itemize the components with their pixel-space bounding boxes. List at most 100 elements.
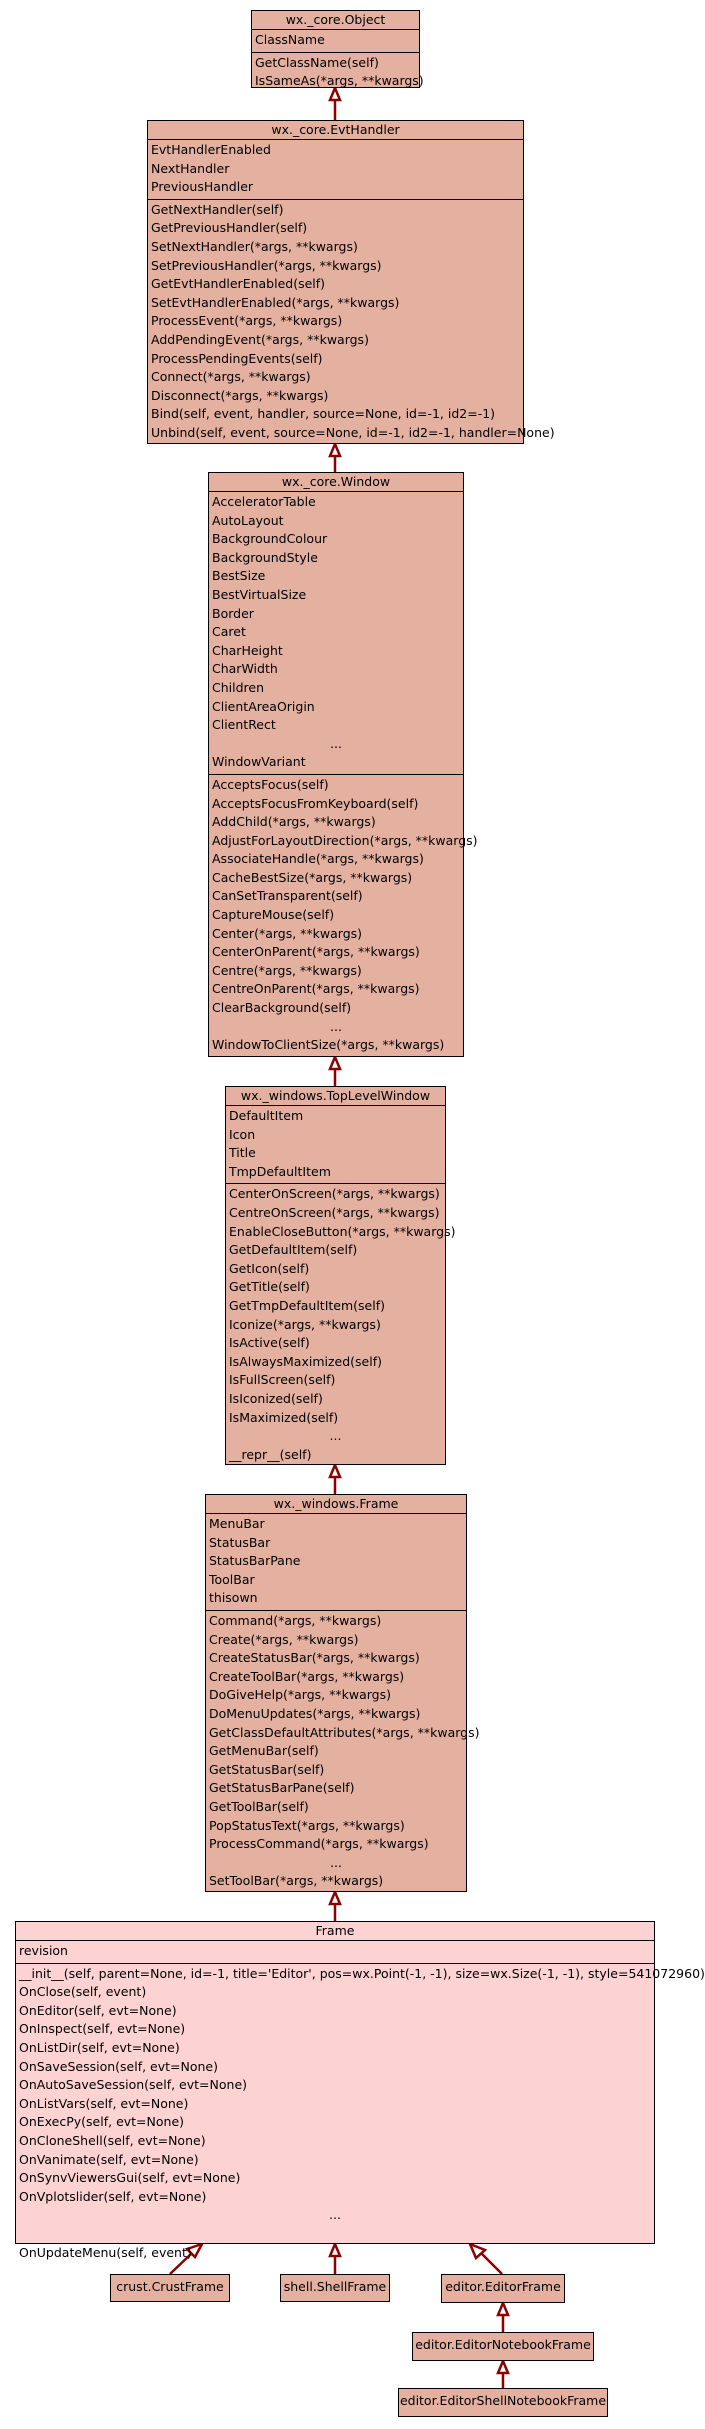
method-row: CentreOnParent(*args, **kwargs) (212, 981, 420, 997)
method-row: IsFullScreen(self) (229, 1372, 336, 1388)
attribute-row: AutoLayout (212, 512, 284, 528)
method-row: SetToolBar(*args, **kwargs) (209, 1873, 384, 1889)
class-box-shellframe[interactable]: shell.ShellFrame (280, 2274, 390, 2302)
method-row: OnInspect(self, evt=None) (19, 2021, 186, 2037)
attribute-row: CharHeight (212, 642, 283, 658)
arrow-frame-wxframe (328, 1888, 342, 1906)
method-row: OnListVars(self, evt=None) (19, 2095, 189, 2111)
method-row: OnAutoSaveSession(self, evt=None) (19, 2077, 248, 2093)
attribute-row: ClassName (255, 32, 325, 47)
method-row: Disconnect(*args, **kwargs) (151, 387, 329, 403)
method-row: OnCloneShell(self, evt=None) (19, 2132, 206, 2148)
attribute-row: BackgroundStyle (212, 549, 318, 565)
class-box-object[interactable]: wx._core.Object ClassName GetClassName(s… (251, 10, 424, 88)
method-row: GetStatusBarPane(self) (209, 1780, 355, 1796)
class-box-frame[interactable]: Frame revision __init__(self, parent=Non… (15, 1921, 705, 2260)
method-row: CacheBestSize(*args, **kwargs) (212, 869, 413, 885)
method-row: GetNextHandler(self) (151, 201, 284, 217)
methods-section: AcceptsFocus(self)AcceptsFocusFromKeyboa… (209, 773, 478, 1057)
method-row: __repr__(self) (229, 1446, 312, 1462)
method-row: EnableCloseButton(*args, **kwargs) (229, 1223, 456, 1239)
method-row: CentreOnScreen(*args, **kwargs) (229, 1204, 440, 1220)
attribute-row: Border (212, 605, 254, 621)
inheritance-edges (169, 84, 510, 2388)
method-row: SetEvtHandlerEnabled(*args, **kwargs) (151, 294, 400, 310)
edge-editorframe-frame (480, 2252, 503, 2275)
method-row: GetPreviousHandler(self) (151, 220, 308, 236)
arrow-wxframe-toplevel (328, 1461, 342, 1479)
method-row: GetClassDefaultAttributes(*args, **kwarg… (209, 1724, 480, 1740)
method-row: GetDefaultItem(self) (229, 1242, 358, 1258)
methods-section: GetClassName(self)IsSameAs(*args, **kwar… (252, 51, 424, 93)
method-row: OnSynvViewersGui(self, evt=None) (19, 2170, 241, 2186)
method-row: Center(*args, **kwargs) (212, 925, 363, 941)
class-title: wx._windows.TopLevelWindow (226, 1087, 445, 1106)
attribute-row: StatusBar (209, 1534, 271, 1550)
attribute-row: Caret (212, 624, 246, 640)
method-row: ProcessCommand(*args, **kwargs) (209, 1836, 429, 1852)
class-box-editorframe[interactable]: editor.EditorFrame (441, 2274, 565, 2303)
class-title: wx._core.EvtHandler (148, 121, 523, 140)
method-row: OnVplotslider(self, evt=None) (19, 2188, 207, 2204)
attribute-row: BestVirtualSize (212, 586, 307, 602)
method-row: CreateToolBar(*args, **kwargs) (209, 1668, 405, 1684)
method-row: AddPendingEvent(*args, **kwargs) (151, 331, 369, 347)
attribute-row: BestSize (212, 568, 266, 584)
attribute-row: TmpDefaultItem (229, 1163, 331, 1179)
method-row: WindowToClientSize(*args, **kwargs) (212, 1037, 445, 1053)
attribute-row: CharWidth (212, 661, 278, 677)
class-title: Frame (16, 1922, 654, 1941)
attribute-row: EvtHandlerEnabled (151, 142, 271, 157)
method-row: ... (330, 1018, 342, 1034)
method-row: AcceptsFocus(self) (212, 776, 329, 792)
method-row: OnSaveSession(self, evt=None) (19, 2058, 218, 2074)
method-row: DoMenuUpdates(*args, **kwargs) (209, 1705, 421, 1721)
attribute-row: ClientAreaOrigin (212, 698, 315, 714)
attribute-row: PreviousHandler (151, 179, 254, 195)
method-row: Centre(*args, **kwargs) (212, 962, 362, 978)
method-row: IsMaximized(self) (229, 1409, 339, 1425)
class-title: wx._core.Object (252, 11, 419, 30)
method-row: DoGiveHelp(*args, **kwargs) (209, 1687, 391, 1703)
method-row: OnVanimate(self, evt=None) (19, 2151, 199, 2167)
class-box-crustframe[interactable]: crust.CrustFrame (110, 2274, 230, 2302)
method-row: GetIcon(self) (229, 1260, 310, 1276)
method-row: AdjustForLayoutDirection(*args, **kwargs… (212, 832, 478, 848)
attribute-row: WindowVariant (212, 754, 306, 770)
method-row: __init__(self, parent=None, id=-1, title… (19, 1965, 705, 1981)
method-row: Iconize(*args, **kwargs) (229, 1316, 381, 1332)
method-row: IsActive(self) (229, 1335, 310, 1351)
methods-section: Command(*args, **kwargs)Create(*args, **… (206, 1609, 480, 1893)
method-row: SetPreviousHandler(*args, **kwargs) (151, 257, 382, 273)
method-row: IsAlwaysMaximized(self) (229, 1353, 382, 1369)
attribute-row: Title (229, 1145, 256, 1161)
method-row: AddChild(*args, **kwargs) (212, 814, 376, 830)
class-box-editornotebookframe[interactable]: editor.EditorNotebookFrame (412, 2332, 594, 2361)
method-row: OnEditor(self, evt=None) (19, 2002, 177, 2018)
attribute-row: revision (19, 1943, 68, 1958)
methods-section: __init__(self, parent=None, id=-1, title… (16, 1962, 705, 2265)
attributes-section: revision (16, 1941, 654, 1963)
method-row: ProcessPendingEvents(self) (151, 350, 323, 366)
arrow-notebook-editorframe (496, 2299, 510, 2317)
method-row: GetMenuBar(self) (209, 1743, 319, 1759)
method-row: ... (329, 2207, 341, 2223)
method-row: GetClassName(self) (255, 54, 379, 70)
arrow-editorframe-frame (467, 2241, 488, 2261)
attribute-row: ... (330, 735, 342, 751)
arrow-shellnotebook-notebook (496, 2357, 510, 2375)
attribute-row: thisown (209, 1590, 258, 1606)
arrow-toplevel-window (328, 1053, 342, 1071)
arrow-window-evthandler (328, 440, 342, 458)
method-row: CenterOnScreen(*args, **kwargs) (229, 1186, 440, 1202)
class-box-editorshellnotebookframe[interactable]: editor.EditorShellNotebookFrame (398, 2388, 608, 2417)
method-row: GetTitle(self) (229, 1279, 310, 1295)
attribute-row: Children (212, 679, 265, 695)
